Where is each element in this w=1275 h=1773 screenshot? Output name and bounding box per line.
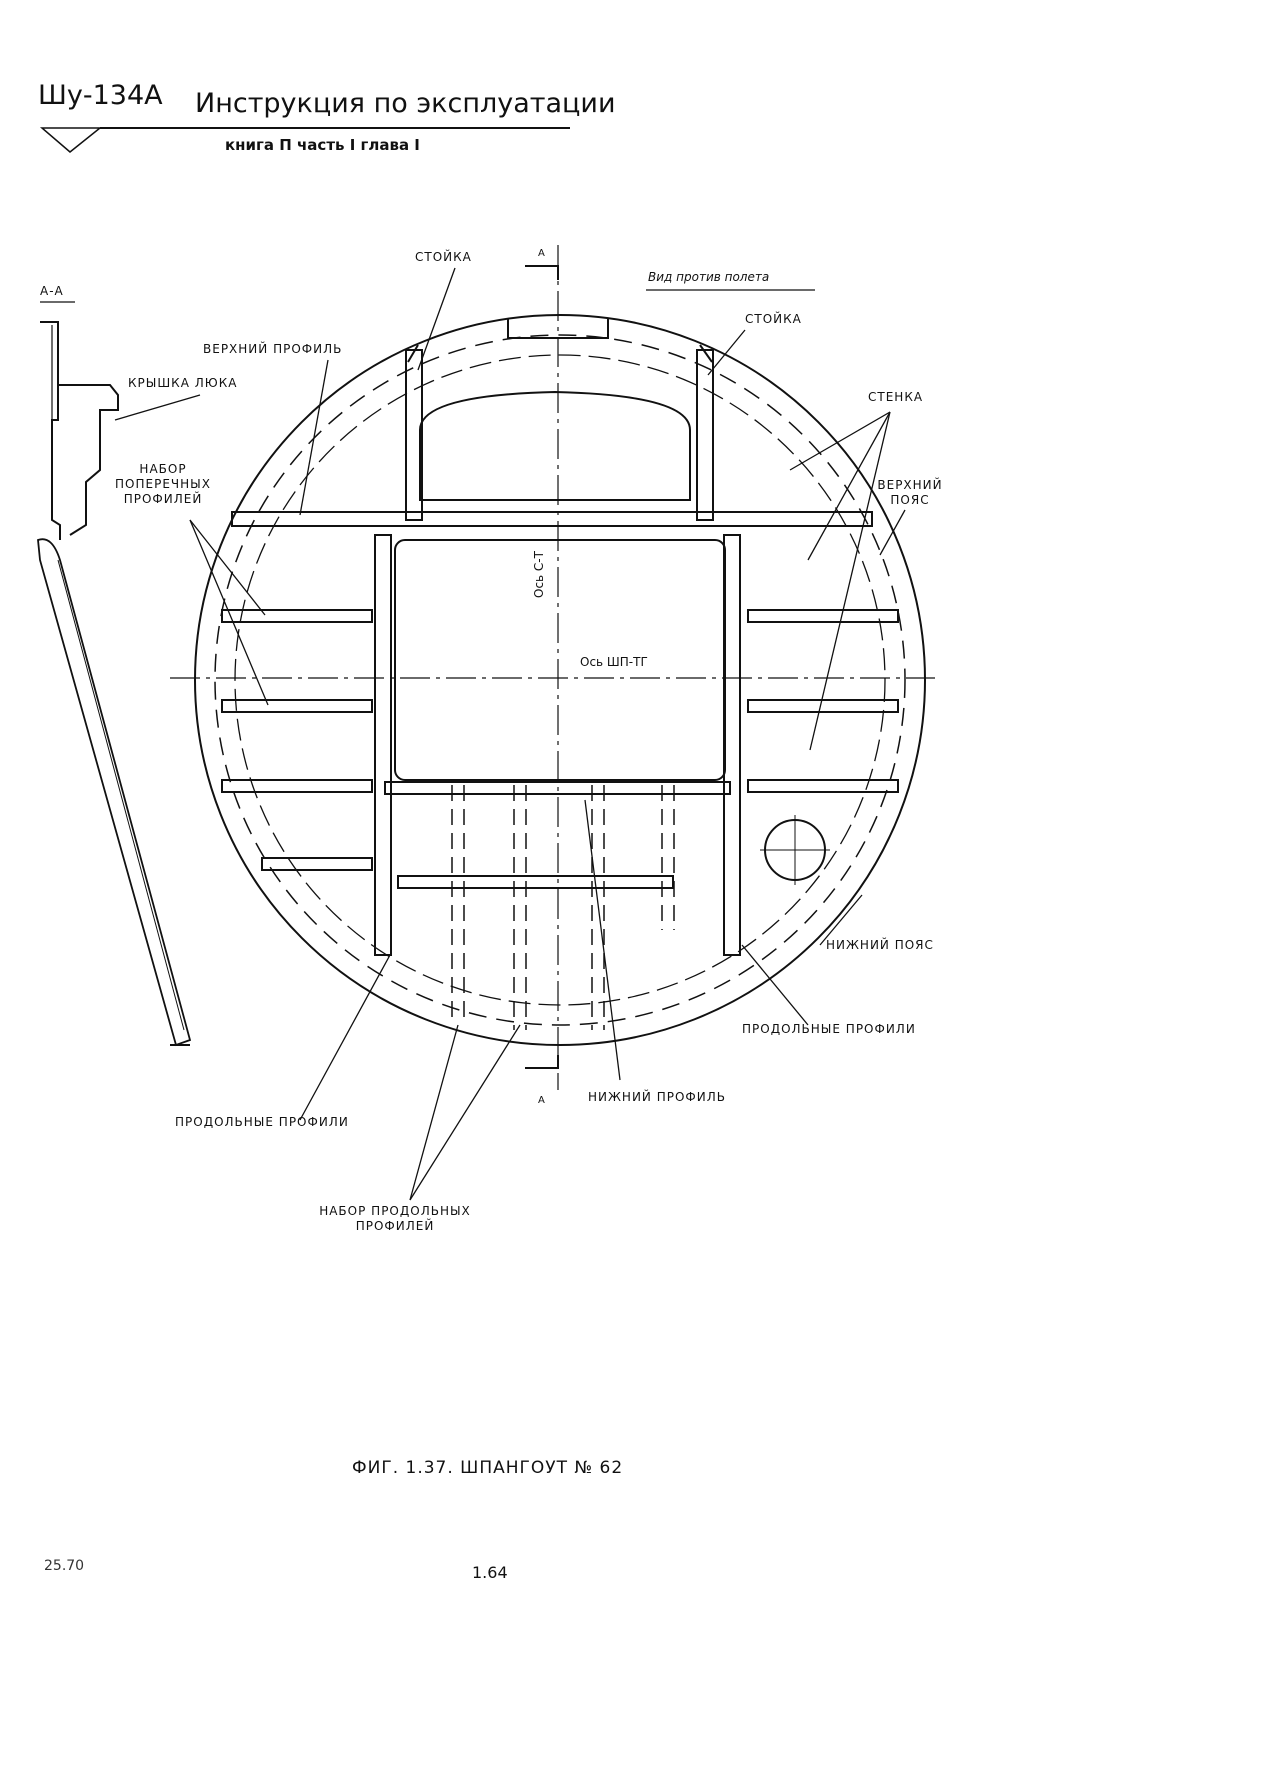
central-opening [394,539,726,781]
verkhniy-profil-label: ВЕРХНИЙ ПРОФИЛЬ [203,342,343,356]
stenka-label: СТЕНКА [868,390,924,404]
section-mark-top-label: А [538,248,546,259]
section-mark-top [525,265,559,280]
transverse-left-3 [221,779,373,793]
stoika-left-post [405,349,423,521]
prodolnye-left-label: ПРОДОЛЬНЫЕ ПРОФИЛИ [175,1115,349,1129]
logo-triangle [39,127,103,153]
lower-profile-2 [397,875,674,889]
kryshka-lyuka-label: КРЫШКА ЛЮКА [128,376,238,390]
transverse-left-1 [221,609,373,623]
stoika-top-label: СТОЙКА [415,250,472,264]
nizhniy-poyas-label: НИЖНИЙ ПОЯС [826,938,934,952]
page-number: 1.64 [472,1563,508,1582]
document-title: Инструкция по эксплуатации [195,88,616,119]
transverse-right-2 [747,699,899,713]
horizontal-axis-label: Ось ШП-ТГ [580,655,648,669]
nabor-prodolnykh-label: НАБОР ПРОДОЛЬНЫХ ПРОФИЛЕЙ [319,1204,471,1233]
longitudinal-right [723,534,741,956]
vertical-axis-label: Ось С-Т [532,551,546,598]
section-aa-label: А-А [40,284,64,298]
stoika-right-label: СТОЙКА [745,312,802,326]
document-logo: Шу-134А [38,80,163,111]
longitudinal-set [451,785,675,1030]
inner-dashed-belt [214,334,906,1026]
section-mark-bottom [525,1055,559,1069]
nizhniy-profil-label: НИЖНИЙ ПРОФИЛЬ [588,1090,726,1104]
figure-caption: ФИГ. 1.37. ШПАНГОУТ № 62 [352,1458,624,1478]
stoika-right-post [696,349,714,521]
document-subtitle: книга П часть I глава I [225,136,420,154]
inner-dashed-belt-2 [234,354,886,1006]
transverse-left-2 [221,699,373,713]
upper-profile [231,511,873,527]
section-mark-bottom-label: А [538,1095,546,1106]
verkhniy-poyas-label: ВЕРХНИЙ ПОЯС [877,478,943,507]
section-aa-beam [37,538,192,1047]
stamp-text: 25.70 [44,1558,85,1574]
outer-belt [194,314,926,1046]
section-aa-profile [40,321,61,540]
transverse-left-4 [261,857,373,871]
transverse-right-3 [747,779,899,793]
nabor-poperechnykh-label: НАБОР ПОПЕРЕЧНЫХ ПРОФИЛЕЙ [115,462,211,506]
prodolnye-right-label: ПРОДОЛЬНЫЕ ПРОФИЛИ [742,1022,916,1036]
upper-hatch [419,390,691,501]
leader-lines [114,267,906,1201]
lower-profile [384,781,731,795]
view-note-label: Вид против полета [648,270,770,284]
longitudinal-left [374,534,392,956]
transverse-right-1 [747,609,899,623]
